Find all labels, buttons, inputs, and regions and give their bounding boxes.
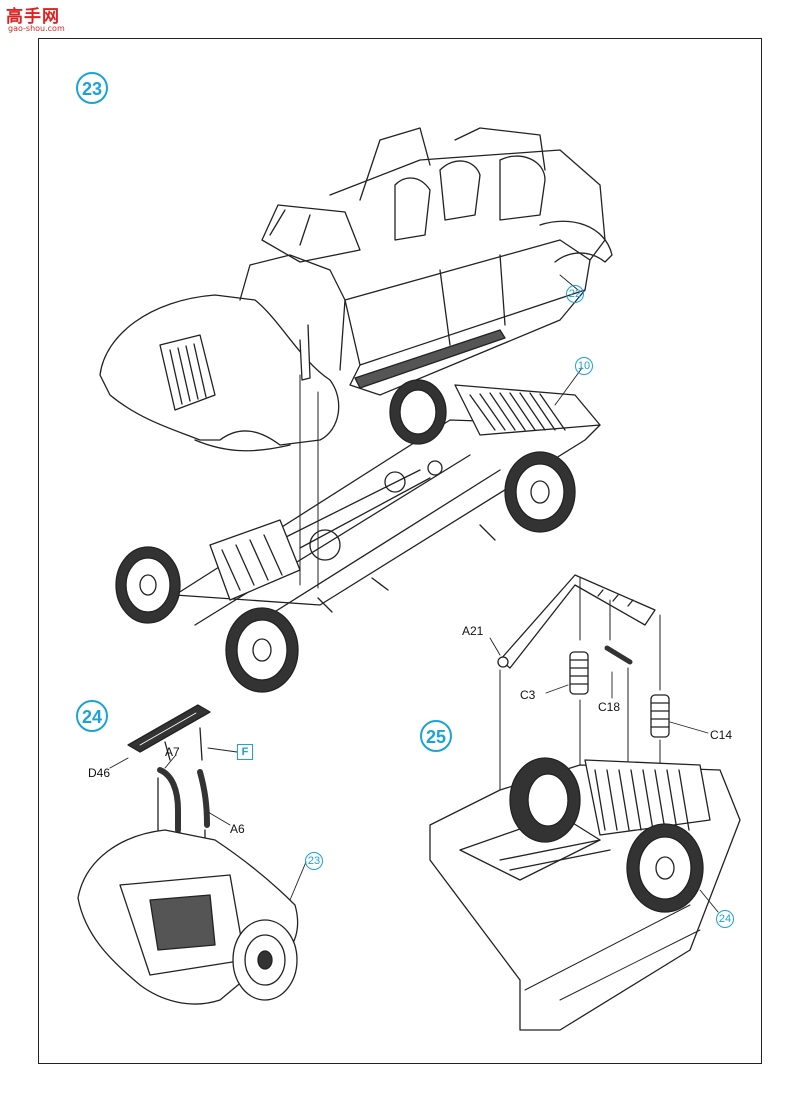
part-label-d46: D46: [88, 766, 111, 780]
step-23-marker: 23: [76, 72, 108, 104]
part-label-c14: C14: [710, 728, 733, 742]
step24-drawing: [77, 704, 299, 1005]
watermark-title: 高手网: [6, 7, 60, 27]
spring-c14: [650, 694, 670, 738]
car-body-drawing: [99, 127, 613, 452]
step25-drawing: [429, 574, 741, 1031]
ref-23: 23: [305, 852, 323, 870]
ref-22: 22: [566, 285, 584, 303]
wheel-step24: [232, 919, 298, 1001]
part-label-c3: C3: [520, 688, 536, 702]
page-frame: [38, 38, 762, 1064]
wheel-step25-left: [509, 757, 581, 843]
wheel-front-left: [115, 546, 181, 624]
part-label-a21: A21: [462, 624, 484, 638]
part-label-a6: A6: [230, 822, 245, 836]
spring-c3: [569, 651, 589, 695]
wheel-front-right: [225, 607, 299, 693]
chassis-drawing: [115, 379, 601, 693]
ref-10: 10: [575, 357, 593, 375]
wheel-step25-right: [626, 823, 704, 913]
part-label-f: F: [237, 744, 253, 760]
part-label-a7: A7: [165, 745, 180, 759]
wheel-rear-right: [504, 451, 576, 533]
step-25-marker: 25: [420, 720, 452, 752]
ref-24: 24: [716, 910, 734, 928]
watermark-logo: 高手网 gao-shou.com: [4, 2, 74, 36]
wheel-rear-left: [389, 379, 447, 445]
part-label-c18: C18: [598, 700, 621, 714]
watermark-url: gao-shou.com: [8, 24, 65, 33]
step-24-marker: 24: [76, 700, 108, 732]
